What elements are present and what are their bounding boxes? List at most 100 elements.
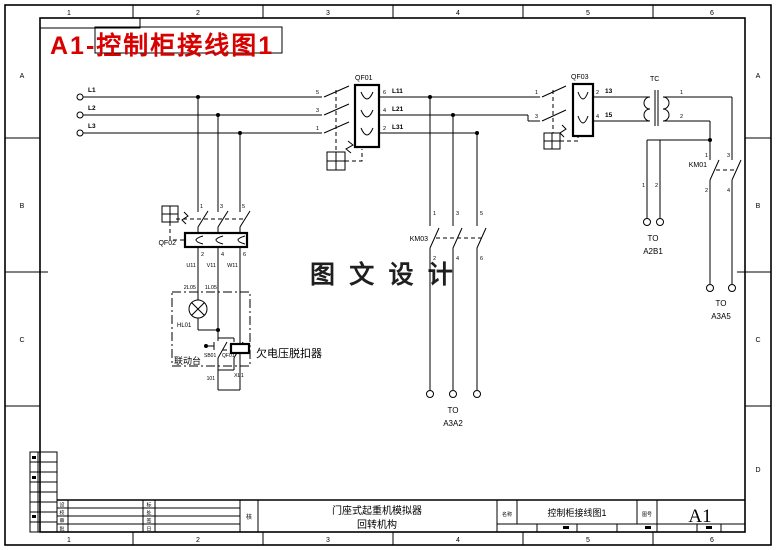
component-label: SB01: [204, 353, 216, 359]
breaker-qf01: QF01 5 3 1 6 4 2 L11 L21 L31: [316, 75, 404, 171]
transformer-tc: TC 1 2: [643, 76, 732, 126]
title-block: 设 校 审 批 标 处 签 日 核 门座式起重机模拟器 回转机构 名称 控制柜接…: [56, 499, 745, 533]
contactor-km01: 1 2 TO A2B1 1 3 KM01 2 4 TO A3A5: [642, 97, 742, 321]
console-circuit: 2L05 1L05 HL01 SB01 QF01 101 欠电压脱扣器 XL1 …: [171, 285, 322, 391]
component-label: QF03: [571, 74, 589, 81]
project-name: 门座式起重机模拟器: [332, 504, 422, 517]
phase-label: L3: [88, 123, 96, 130]
zone-label: 5: [586, 10, 590, 17]
sheet-code: A1: [688, 506, 711, 527]
zone-label: B: [756, 203, 761, 210]
terminal-number: 1: [200, 204, 203, 210]
terminal-number: 6: [480, 256, 483, 262]
wire-number: V11: [207, 263, 216, 269]
zone-label: B: [20, 203, 25, 210]
watermark-text: 图 文 设 计: [310, 260, 457, 289]
terminal-number: 2: [705, 188, 708, 194]
wire-number: 15: [605, 112, 613, 119]
component-label: QF01: [355, 75, 373, 82]
zone-label: C: [19, 337, 24, 344]
terminal-number: 2: [433, 256, 436, 262]
title-block-row-label: 标: [146, 502, 151, 509]
undervoltage-coil: [229, 342, 251, 355]
to-label: TO: [448, 406, 459, 415]
page-title: A1-控制柜接线图1: [50, 31, 274, 60]
terminal-number: 1: [535, 90, 538, 96]
terminal-number: 3: [220, 204, 223, 210]
number-label: 图号: [642, 512, 652, 518]
terminal-number: 6: [243, 252, 246, 258]
wire-number: 2L05: [184, 285, 196, 291]
destination-label: A2B1: [643, 247, 663, 256]
terminal-number: 3: [727, 153, 730, 159]
terminal-number: 5: [316, 90, 319, 96]
destination-label: A3A2: [443, 419, 463, 428]
release-spring: [559, 124, 567, 138]
zone-label: 2: [196, 537, 200, 544]
title-block-check-label: 核: [246, 513, 252, 521]
contactor-km03: 1 3 5 KM03 2 4 6 TO A3A2: [410, 97, 487, 428]
terminal-number: 3: [535, 114, 538, 120]
release-spring: [181, 211, 189, 225]
terminal-number: 4: [727, 188, 730, 194]
zone-label: C: [755, 337, 760, 344]
zone-label: 1: [67, 537, 71, 544]
wire-number: W11: [227, 263, 238, 269]
title-block-row-label: 批: [59, 526, 64, 533]
terminal-number: 2: [201, 252, 204, 258]
zone-label: 4: [456, 537, 460, 544]
terminal-number: 1: [433, 211, 436, 217]
wire-number: 13: [605, 88, 613, 95]
phase-label: L2: [88, 105, 96, 112]
wire-number: 101: [207, 376, 216, 382]
zone-label: 5: [586, 537, 590, 544]
component-label: QF01: [222, 353, 235, 359]
terminal-number: 6: [383, 90, 386, 96]
component-label: QF02: [158, 240, 176, 247]
title-block-row-label: 校: [59, 510, 64, 517]
terminal-number: 2: [596, 90, 599, 96]
zone-label: 3: [326, 537, 330, 544]
terminal-number: 1: [316, 126, 319, 132]
zone-label: 2: [196, 10, 200, 17]
phase-label: L1: [88, 87, 96, 94]
terminal-number: 2: [383, 126, 386, 132]
wire-number: 2: [655, 183, 658, 189]
terminal-number: 3: [456, 211, 459, 217]
power-bus: L1 L2 L3: [76, 87, 540, 137]
terminal-number: 4: [383, 108, 386, 114]
wire-number: 1: [680, 90, 683, 96]
to-label: TO: [648, 234, 659, 243]
zone-label: 3: [326, 10, 330, 17]
component-label: KM01: [689, 162, 707, 169]
project-name-line2: 回转机构: [357, 518, 397, 531]
destination-label: A3A5: [711, 312, 731, 321]
terminal-number: 1: [705, 153, 708, 159]
name-label: 名称: [502, 511, 512, 518]
wire-number: L31: [392, 124, 404, 131]
title-block-row-label: 审: [59, 518, 64, 525]
terminal-number: 5: [480, 211, 483, 217]
terminal-number: 4: [456, 256, 459, 262]
wire-number: L21: [392, 106, 404, 113]
zone-label: 6: [710, 10, 714, 17]
terminal-number: 4: [221, 252, 224, 258]
zone-label: 4: [456, 10, 460, 17]
title-block-row-label: 设: [59, 502, 64, 509]
wire-number: 2: [680, 114, 683, 120]
zone-label: A: [756, 73, 761, 80]
zone-label: 6: [710, 537, 714, 544]
title-block-row-label: 签: [146, 518, 151, 525]
component-label: TC: [650, 76, 659, 83]
console-boundary-box: [171, 291, 251, 367]
wire-number: 1L05: [205, 285, 217, 291]
title-block-row-label: 处: [146, 510, 151, 517]
component-label: KM03: [410, 236, 428, 243]
breaker-qf03: QF03 1 3 2 4 13 15: [535, 74, 650, 150]
release-spring: [345, 140, 354, 154]
frame-corner-box: [39, 17, 141, 29]
terminal-number: 5: [242, 204, 245, 210]
terminal-number: 4: [596, 114, 599, 120]
component-label: HL01: [177, 323, 192, 329]
